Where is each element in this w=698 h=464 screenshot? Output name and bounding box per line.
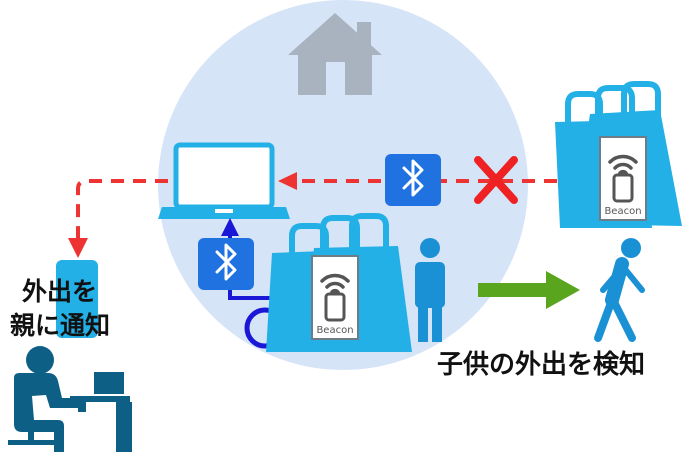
bluetooth-icon: [385, 154, 441, 206]
cross-icon: [474, 156, 518, 204]
shopping-bag-outside: Beacon: [555, 81, 682, 228]
walking-person-icon: [594, 238, 645, 342]
beacon-label-inside: Beacon: [316, 325, 353, 336]
beacon-tag-outside: [599, 136, 647, 221]
beacon-tag-inside: [311, 255, 359, 340]
shopping-bag-inside: Beacon: [266, 213, 412, 352]
laptop-icon: [158, 142, 290, 219]
house-icon: [288, 13, 382, 95]
detect-label: 子供の外出を検知: [437, 350, 646, 380]
beacon-label-outside: Beacon: [604, 206, 641, 217]
notify-label-line2: 親に通知: [10, 311, 111, 340]
laptop-to-phone-dashed-arrow: [68, 179, 168, 258]
parent-at-desk-icon: [8, 346, 132, 452]
child-icon: [415, 238, 445, 342]
smartphone-icon: [56, 260, 98, 338]
notify-label-line1: 外出を: [22, 277, 98, 306]
exit-arrow: [478, 271, 580, 309]
notify-dashed-arrow: [278, 172, 598, 190]
bluetooth-icon-lower: [198, 238, 254, 290]
